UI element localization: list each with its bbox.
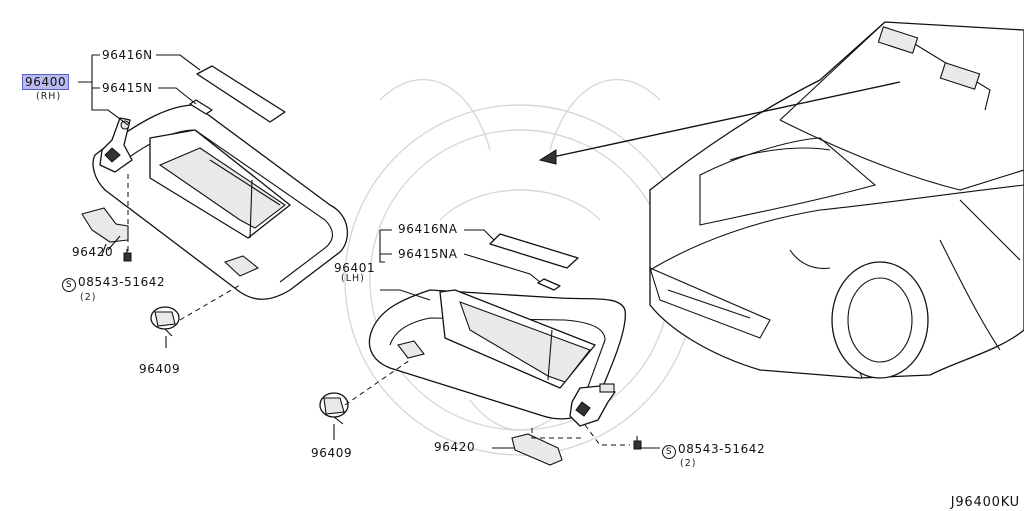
- lh-assembly-part-number[interactable]: 96401: [334, 261, 376, 275]
- diagram-code: J96400KU: [950, 495, 1020, 510]
- screw-symbol-icon: S: [62, 278, 76, 292]
- lh-bracket-part-number[interactable]: 96420: [434, 440, 476, 454]
- lh-callout-lines: [333, 229, 660, 449]
- rh-caution-label-part-number[interactable]: 96415N: [102, 81, 153, 95]
- rh-callout-lines: [78, 54, 241, 348]
- rh-holder-part-number[interactable]: 96409: [139, 362, 181, 376]
- lh-mirror-label: [489, 233, 579, 269]
- lh-bracket: [511, 433, 563, 466]
- rh-screw-number: 08543-51642: [78, 275, 166, 289]
- rh-sun-visor: [92, 104, 349, 300]
- rh-screw: [123, 249, 132, 262]
- rh-mirror-label-part-number[interactable]: 96416N: [102, 48, 153, 62]
- lh-caution-label: [537, 278, 561, 291]
- rh-screw-quantity: (2): [80, 292, 97, 303]
- lh-holder-part-number[interactable]: 96409: [311, 446, 353, 460]
- rh-assembly-part-number[interactable]: 96400: [22, 74, 70, 90]
- rh-side-indicator: (RH): [36, 91, 62, 102]
- rh-pivot-rod: [99, 117, 133, 173]
- rh-bracket: [81, 207, 129, 243]
- lh-screw-number: 08543-51642: [678, 442, 766, 456]
- lh-holder: [319, 392, 349, 425]
- lh-mirror-label-part-number[interactable]: 96416NA: [398, 222, 458, 236]
- lh-screw-quantity: (2): [680, 458, 697, 469]
- rh-bracket-part-number[interactable]: 96420: [72, 245, 114, 259]
- lh-sun-visor: [368, 289, 626, 420]
- lh-side-indicator: (LH): [341, 273, 365, 284]
- rh-holder: [150, 306, 180, 337]
- car-illustration: [649, 21, 1024, 379]
- screw-symbol-icon: S: [662, 445, 676, 459]
- lh-caution-label-part-number[interactable]: 96415NA: [398, 247, 458, 261]
- location-arrow: [538, 81, 901, 165]
- lh-pivot-rod: [569, 383, 616, 427]
- lh-screw: [633, 436, 642, 450]
- rh-mirror-label: [196, 65, 286, 123]
